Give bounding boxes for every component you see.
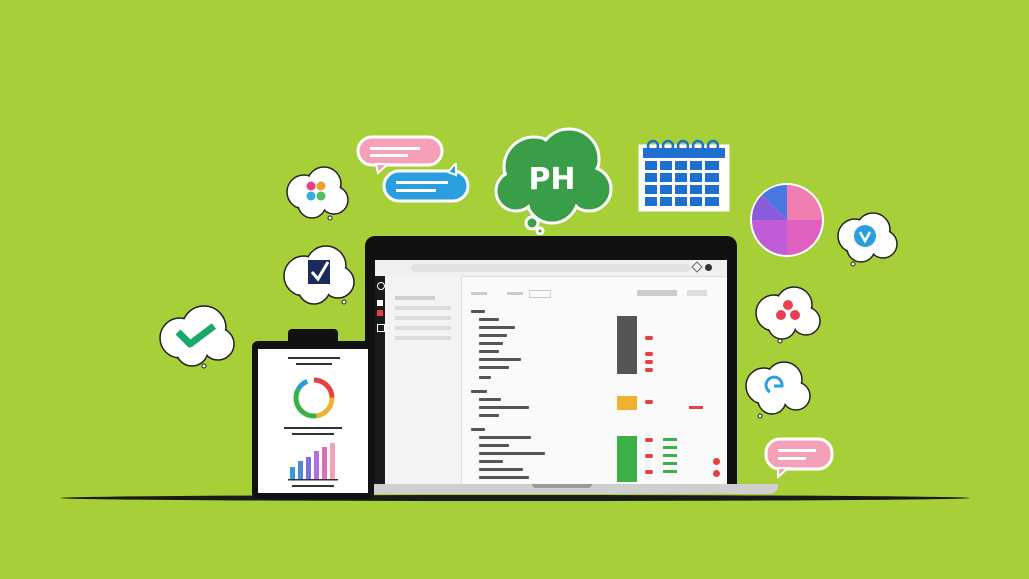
tablet-line: [296, 363, 332, 365]
task-row[interactable]: [479, 342, 503, 345]
alert-icon[interactable]: [713, 470, 720, 477]
chat-bubble-icon: [356, 135, 444, 175]
browser-bar: [375, 260, 727, 277]
clipboard-clip: [288, 329, 338, 343]
rail-icon[interactable]: [377, 310, 383, 316]
ph-label: PH: [528, 162, 575, 197]
task-row[interactable]: [479, 436, 531, 439]
toolbar: [467, 290, 717, 298]
rail-icon[interactable]: [377, 324, 385, 332]
task-row[interactable]: [479, 318, 499, 321]
alert-icon[interactable]: [713, 458, 720, 465]
section-header: [471, 390, 487, 393]
section-header: [471, 428, 485, 431]
tablet-line: [288, 357, 340, 359]
task-row[interactable]: [479, 460, 503, 463]
pie-chart-icon: [748, 181, 826, 259]
task-row[interactable]: [479, 452, 545, 455]
laptop-notch: [532, 484, 592, 488]
laptop-base: [350, 484, 778, 494]
toolbar-control[interactable]: [687, 290, 707, 296]
laptop-screen: [375, 260, 727, 484]
task-row[interactable]: [479, 326, 515, 329]
badge-logo-icon: [854, 225, 876, 247]
three-dots-logo-icon: [776, 300, 800, 320]
chat-bubble-icon: [382, 163, 470, 203]
bar-chart-icon: [288, 443, 338, 481]
sidebar-item[interactable]: [395, 316, 451, 320]
sidebar-item[interactable]: [395, 306, 451, 310]
pink-chat-bubble-top: [356, 135, 446, 175]
four-petal-logo-icon: [306, 181, 326, 201]
rail-icon[interactable]: [377, 300, 383, 306]
sidebar-item[interactable]: [395, 326, 451, 330]
toolbar-search[interactable]: [637, 290, 677, 296]
swirl-logo-icon: [764, 375, 784, 394]
cloud-swirl: [742, 356, 814, 422]
cloud-green-check: [156, 302, 238, 372]
sidebar: [385, 276, 462, 484]
task-row[interactable]: [479, 350, 499, 353]
task-row[interactable]: [479, 406, 529, 409]
ground-shadow: [60, 495, 970, 501]
address-bar[interactable]: [411, 264, 691, 272]
calendar-icon: [637, 136, 731, 214]
task-row[interactable]: [479, 334, 507, 337]
ph-cloud: PH: [494, 127, 616, 235]
sidebar-item[interactable]: [395, 296, 435, 300]
cloud-checkmark-box: [280, 242, 358, 308]
task-row[interactable]: [479, 468, 523, 471]
rail-icon[interactable]: [377, 282, 385, 290]
task-row[interactable]: [479, 444, 509, 447]
task-row[interactable]: [479, 476, 529, 479]
section-header: [471, 310, 485, 313]
status-column-green: [617, 436, 637, 482]
task-row[interactable]: [479, 358, 521, 361]
task-row[interactable]: [479, 366, 509, 369]
blue-chat-bubble: [382, 163, 472, 205]
pink-chat-bubble-bottom: [764, 437, 836, 479]
checkmark-box-icon: [308, 260, 330, 284]
cloud-badge: [833, 208, 901, 270]
clipboard-tablet: [252, 329, 374, 499]
ring-chart-icon: [293, 377, 335, 419]
status-column-dark: [617, 316, 637, 374]
toolbar-tab[interactable]: [507, 292, 523, 295]
task-row[interactable]: [479, 398, 501, 401]
tablet-line: [292, 433, 334, 435]
tablet-line: [284, 427, 342, 429]
toolbar-tab[interactable]: [471, 292, 487, 295]
laptop: [365, 236, 737, 491]
left-rail: [375, 276, 385, 484]
status-column-orange: [617, 396, 637, 410]
cloud-three-dots: [752, 283, 824, 347]
cloud-four-petal: [282, 162, 352, 224]
toolbar-dropdown[interactable]: [529, 290, 551, 298]
tablet-screen: [258, 349, 368, 493]
star-icon[interactable]: [691, 261, 703, 273]
avatar[interactable]: [705, 264, 712, 271]
task-row[interactable]: [479, 376, 491, 379]
tablet-line: [292, 485, 334, 487]
task-row[interactable]: [479, 414, 499, 417]
sidebar-item[interactable]: [395, 336, 451, 340]
green-check-icon: [175, 323, 217, 348]
